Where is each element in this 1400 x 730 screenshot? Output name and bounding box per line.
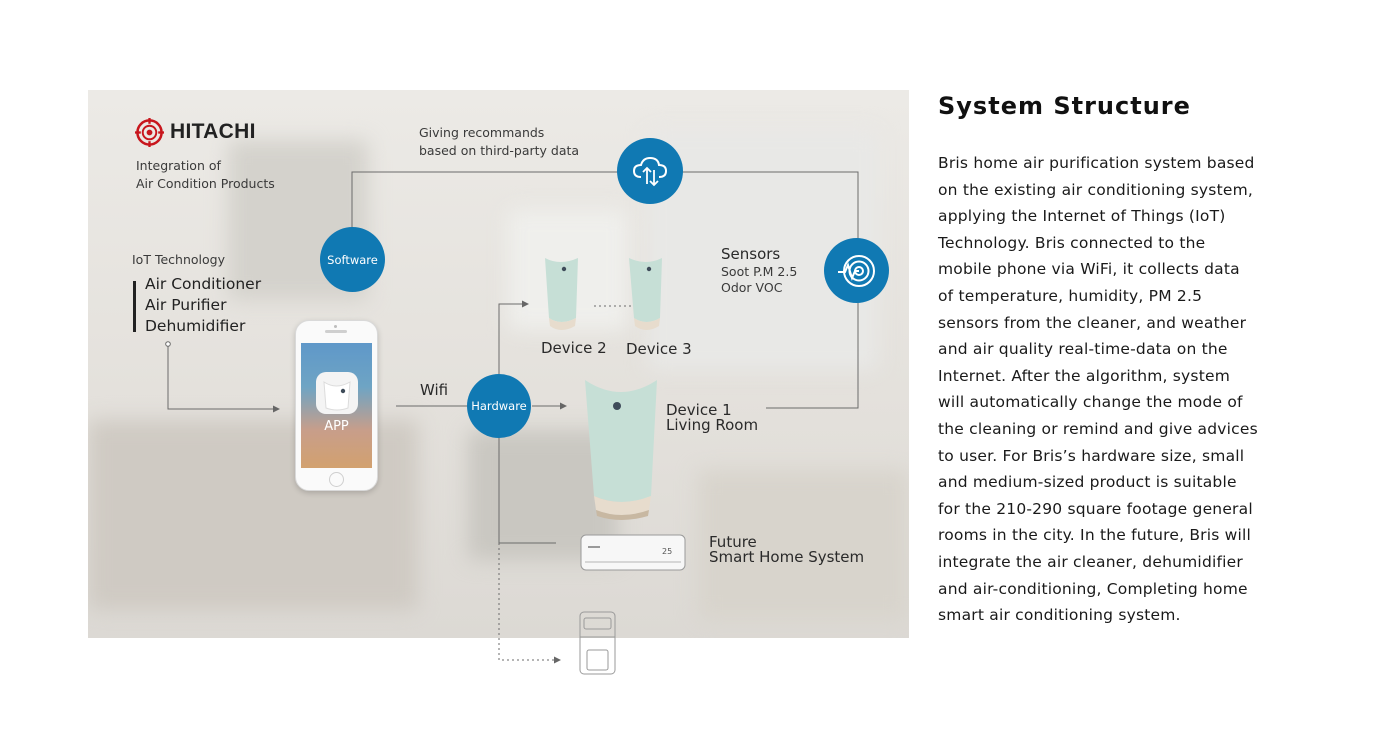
device1-label: Device 1 Living Room bbox=[666, 403, 758, 433]
iot-divider-bar bbox=[133, 281, 136, 332]
software-label: Software bbox=[327, 253, 378, 267]
cloud-note-line: Giving recommands bbox=[419, 124, 579, 142]
cloud-note: Giving recommands based on third-party d… bbox=[419, 124, 579, 160]
article-line: and medium-sized product is suitable bbox=[938, 469, 1278, 496]
brand-name: HITACHI bbox=[170, 120, 256, 144]
hitachi-logo-icon bbox=[135, 118, 164, 147]
iot-item: Air Conditioner bbox=[145, 274, 261, 295]
article-line: on the existing air conditioning system, bbox=[938, 177, 1278, 204]
article-line: Technology. Bris connected to the bbox=[938, 230, 1278, 257]
article-line: and air-conditioning, Completing home bbox=[938, 576, 1278, 603]
sensor-item: Odor VOC bbox=[721, 280, 797, 296]
article-line: applying the Internet of Things (IoT) bbox=[938, 203, 1278, 230]
future-label: Future Smart Home System bbox=[709, 535, 864, 565]
sensors-list: Soot P.M 2.5 Odor VOC bbox=[721, 264, 797, 296]
background-shape bbox=[508, 210, 628, 330]
sensor-node bbox=[824, 238, 889, 303]
hardware-node: Hardware bbox=[467, 374, 531, 438]
app-icon[interactable] bbox=[316, 372, 358, 414]
article-line: of temperature, humidity, PM 2.5 bbox=[938, 283, 1278, 310]
hardware-label: Hardware bbox=[471, 399, 527, 413]
hitachi-logo: HITACHI bbox=[135, 117, 256, 147]
software-node: Software bbox=[320, 227, 385, 292]
iot-heading: IoT Technology bbox=[132, 251, 225, 269]
article-line: integrate the air cleaner, dehumidifier bbox=[938, 549, 1278, 576]
article-line: to user. For Bris’s hardware size, small bbox=[938, 443, 1278, 470]
sensor-wave-icon bbox=[836, 250, 878, 292]
sensor-item: Soot P.M 2.5 bbox=[721, 264, 797, 280]
article-line: rooms in the city. In the future, Bris w… bbox=[938, 522, 1278, 549]
integration-subtitle: Integration of Air Condition Products bbox=[136, 157, 275, 193]
iot-item: Air Purifier bbox=[145, 295, 261, 316]
phone-speaker bbox=[325, 330, 347, 333]
article-line: smart air conditioning system. bbox=[938, 602, 1278, 629]
article-line: the cleaning or remind and give advices bbox=[938, 416, 1278, 443]
article-body: Bris home air purification system based … bbox=[938, 150, 1278, 629]
device1-location: Living Room bbox=[666, 418, 758, 433]
cloud-node bbox=[617, 138, 683, 204]
phone-screen: APP bbox=[301, 343, 372, 468]
article-title: System Structure bbox=[938, 92, 1191, 120]
phone-camera bbox=[334, 325, 337, 328]
article-line: mobile phone via WiFi, it collects data bbox=[938, 256, 1278, 283]
phone-mockup: APP bbox=[295, 320, 378, 491]
future-line: Smart Home System bbox=[709, 550, 864, 565]
phone-home-button bbox=[329, 472, 344, 487]
purifier-app-icon bbox=[316, 372, 358, 414]
article-line: and air quality real-time-data on the bbox=[938, 336, 1278, 363]
device2-label: Device 2 bbox=[541, 339, 607, 357]
article-line: sensors from the cleaner, and weather bbox=[938, 310, 1278, 337]
wifi-label: Wifi bbox=[420, 381, 448, 399]
app-label: APP bbox=[301, 419, 372, 434]
article-line: will automatically change the mode of bbox=[938, 389, 1278, 416]
iot-item: Dehumidifier bbox=[145, 316, 261, 337]
cloud-sync-icon bbox=[630, 154, 670, 188]
sensors-title: Sensors bbox=[721, 245, 780, 263]
subtitle-line: Air Condition Products bbox=[136, 175, 275, 193]
device3-label: Device 3 bbox=[626, 340, 692, 358]
article-line: Bris home air purification system based bbox=[938, 150, 1278, 177]
article-line: for the 210-290 square footage general bbox=[938, 496, 1278, 523]
subtitle-line: Integration of bbox=[136, 157, 275, 175]
background-shape bbox=[468, 430, 618, 560]
iot-products-list: Air Conditioner Air Purifier Dehumidifie… bbox=[145, 274, 261, 337]
article-line: Internet. After the algorithm, system bbox=[938, 363, 1278, 390]
cloud-note-line: based on third-party data bbox=[419, 142, 579, 160]
